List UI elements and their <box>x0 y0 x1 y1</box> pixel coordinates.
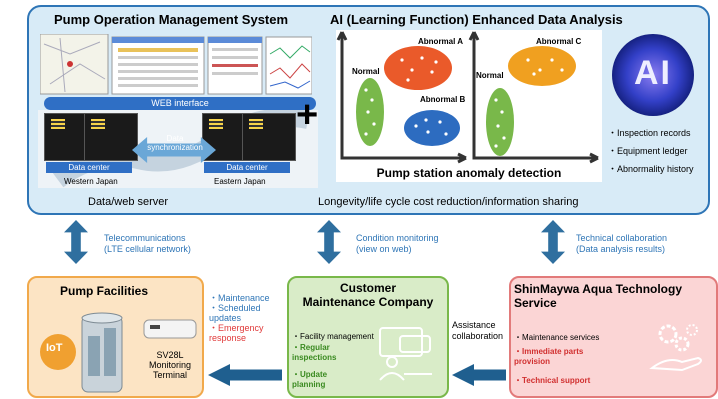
ai-label: AI <box>634 54 672 92</box>
shinmaywa-title: ShinMaywa Aqua Technology Service <box>514 282 683 310</box>
note-maintenance: ・Maintenance <box>209 293 270 303</box>
maintenance-services-item: ・Maintenance services <box>514 333 600 342</box>
abnormal-a-cluster <box>384 46 452 90</box>
bullet-ledger: ・Equipment ledger <box>608 146 688 156</box>
regular-inspections-item: ・Regular inspections <box>292 343 337 362</box>
parts-provision-item: ・Immediate parts provision <box>514 347 584 366</box>
pump-system-title: Pump Operation Management System <box>54 12 289 27</box>
shinmaywa-service-box <box>509 276 718 398</box>
east-server-right <box>242 113 296 161</box>
customer-to-pump-arrow <box>208 364 282 386</box>
web-interface-bar: WEB interface <box>44 97 316 110</box>
monitoring-arrow <box>317 220 341 264</box>
note-emergency: ・Emergency <box>209 323 264 333</box>
abnormal-b-cluster <box>404 110 460 146</box>
bullet-inspection: ・Inspection records <box>608 128 691 138</box>
pump-equipment-illustration <box>34 306 138 394</box>
telecom-label: Telecommunications (LTE cellular network… <box>104 233 191 254</box>
west-japan-label: Western Japan <box>64 177 118 186</box>
anomaly-scatter-diagram: Normal Abnormal A Abnormal B Normal Abno… <box>336 30 602 182</box>
collaboration-label: Technical collaboration (Data analysis r… <box>576 233 668 254</box>
west-datacenter-label: Data center <box>46 162 132 173</box>
user-at-computer-icon <box>370 322 440 382</box>
technical-support-item: ・Technical support <box>514 376 591 385</box>
label-abnormal-b: Abnormal B <box>420 95 466 104</box>
monitoring-terminal-device <box>142 316 198 342</box>
label-abnormal-a: Abnormal A <box>418 37 463 46</box>
east-japan-label: Eastern Japan <box>214 177 266 186</box>
note-response: response <box>209 333 247 343</box>
sv28l-label: SV28L Monitoring Terminal <box>148 350 192 380</box>
assistance-collaboration-label: Assistance collaboration <box>452 320 504 341</box>
abnormal-c-cluster <box>508 46 576 86</box>
data-sync-label: Data synchronization <box>147 134 203 152</box>
maintenance-notes: ・Maintenance ・Scheduled updates ・Emergen… <box>209 293 270 343</box>
shinmaywa-to-customer-arrow <box>452 364 506 386</box>
data-web-server-label: Data/web server <box>88 196 169 208</box>
west-server-right <box>84 113 138 161</box>
note-updates: updates <box>209 313 242 323</box>
normal-cluster-left <box>356 78 384 146</box>
plus-sign: + <box>296 94 319 136</box>
label-abnormal-c: Abnormal C <box>536 37 582 46</box>
gears-hand-icon <box>646 316 710 376</box>
facility-management-item: ・Facility management <box>292 332 374 341</box>
label-normal-left: Normal <box>352 67 380 76</box>
anomaly-detection-title: Pump station anomaly detection <box>376 166 562 180</box>
bullet-abnormality: ・Abnormality history <box>608 164 694 174</box>
customer-company-title: Customer Maintenance Company <box>302 281 434 309</box>
software-screenshots <box>39 33 313 96</box>
ai-brain-icon <box>612 34 694 116</box>
normal-cluster-right <box>486 88 514 156</box>
telecom-arrow <box>64 220 88 264</box>
ai-analysis-title: AI (Learning Function) Enhanced Data Ana… <box>330 12 623 27</box>
longevity-label: Longevity/life cycle cost reduction/info… <box>318 196 579 208</box>
update-planning-item: ・Update planning <box>292 370 328 389</box>
collaboration-arrow <box>541 220 565 264</box>
monitoring-label: Condition monitoring (view on web) <box>356 233 439 254</box>
east-datacenter-label: Data center <box>204 162 290 173</box>
pump-facilities-title: Pump Facilities <box>60 284 149 298</box>
label-normal-right: Normal <box>476 71 504 80</box>
note-scheduled: ・Scheduled <box>209 303 261 313</box>
iot-label: IoT <box>46 342 63 354</box>
